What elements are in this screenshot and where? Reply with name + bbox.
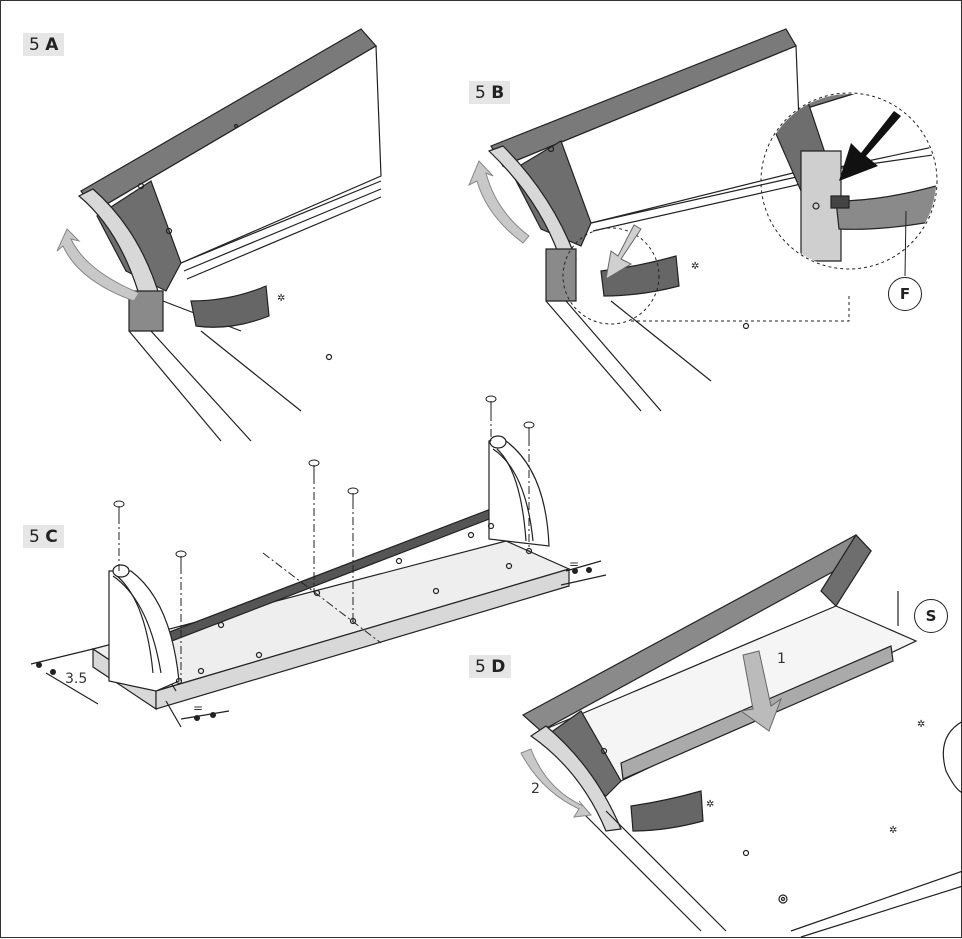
- svg-text:✲: ✲: [889, 825, 897, 836]
- rotate-arrow-5b: [468, 160, 530, 244]
- screws: [113, 395, 535, 569]
- step-5b-label: 5 B: [469, 81, 511, 104]
- step-5d-label: 5 D: [469, 655, 512, 678]
- callout-s: S: [914, 599, 948, 633]
- sequence-step-1: 1: [777, 651, 786, 667]
- rotate-arrow-5a: [56, 228, 140, 302]
- step-5a-label: 5 A: [23, 33, 65, 56]
- svg-text:✲: ✲: [706, 799, 714, 810]
- sequence-step-2: 2: [531, 781, 540, 797]
- push-down-arrow: [739, 650, 783, 732]
- equal-mark-side: =: [569, 557, 580, 571]
- side-panel-5a: [96, 180, 182, 292]
- press-arrow-black: [839, 111, 901, 181]
- svg-text:✲: ✲: [277, 293, 285, 304]
- magnified-detail-circle: [760, 92, 938, 270]
- svg-text:✲: ✲: [691, 261, 699, 272]
- equal-mark-front: =: [193, 701, 204, 715]
- svg-text:✲: ✲: [917, 719, 925, 730]
- left-end-plate: [108, 570, 180, 692]
- step-5c-label: 5 C: [23, 525, 64, 548]
- dimension-offset-label: 3.5: [65, 671, 88, 687]
- rotate-arrow-5d: [520, 748, 592, 818]
- press-arrow-gray: [605, 224, 642, 280]
- callout-f: F: [888, 277, 922, 311]
